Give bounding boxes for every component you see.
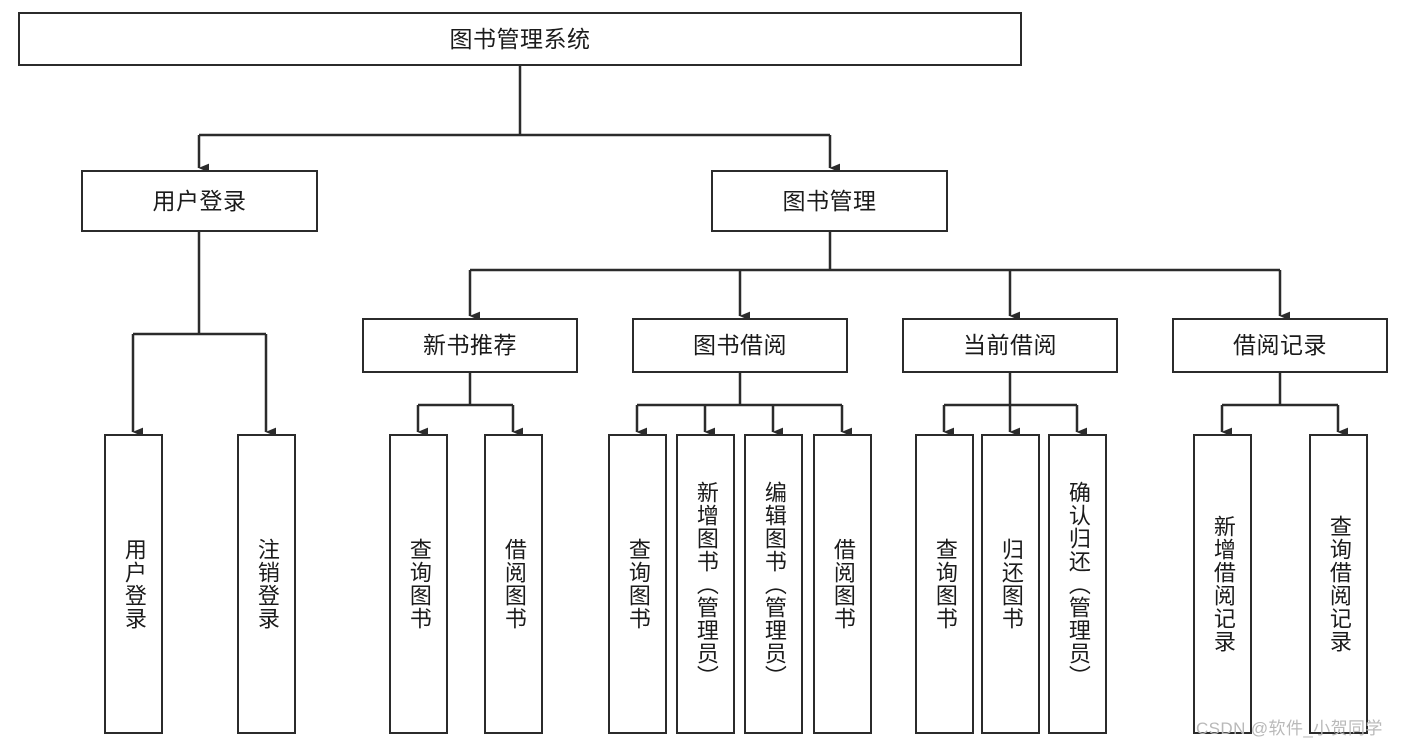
node-user-login[interactable]: 用户登录	[81, 170, 318, 232]
node-leaf-logout[interactable]: 注销登录	[237, 434, 296, 734]
node-root-book-management-system[interactable]: 图书管理系统	[18, 12, 1022, 66]
node-book-management[interactable]: 图书管理	[711, 170, 948, 232]
node-leaf-borrow-book[interactable]: 借阅图书	[813, 434, 872, 734]
node-leaf-add-book-admin[interactable]: 新增图书（管理员）	[676, 434, 735, 734]
node-label: 新增借阅记录	[1210, 515, 1236, 653]
node-label: 用户登录	[121, 538, 147, 630]
node-current-borrow[interactable]: 当前借阅	[902, 318, 1118, 373]
node-label: 当前借阅	[963, 332, 1057, 359]
node-leaf-query-book-recommend[interactable]: 查询图书	[389, 434, 448, 734]
node-book-borrow[interactable]: 图书借阅	[632, 318, 848, 373]
node-leaf-user-login[interactable]: 用户登录	[104, 434, 163, 734]
node-label: 查询借阅记录	[1326, 515, 1352, 653]
node-leaf-confirm-return-admin[interactable]: 确认归还（管理员）	[1048, 434, 1107, 734]
node-label: 归还图书	[998, 538, 1024, 630]
node-label: 借阅图书	[501, 538, 527, 630]
node-label: 新增图书（管理员）	[693, 480, 719, 688]
node-new-book-recommend[interactable]: 新书推荐	[362, 318, 578, 373]
node-label: 查询图书	[932, 538, 958, 630]
node-label: 编辑图书（管理员）	[761, 480, 787, 688]
node-label: 查询图书	[625, 538, 651, 630]
node-label: 用户登录	[152, 187, 247, 214]
node-label: 借阅记录	[1233, 332, 1327, 359]
node-leaf-borrow-book-recommend[interactable]: 借阅图书	[484, 434, 543, 734]
node-leaf-query-book-current[interactable]: 查询图书	[915, 434, 974, 734]
node-leaf-query-book-borrow[interactable]: 查询图书	[608, 434, 667, 734]
node-label: 借阅图书	[830, 538, 856, 630]
node-leaf-return-book[interactable]: 归还图书	[981, 434, 1040, 734]
node-label: 确认归还（管理员）	[1065, 480, 1091, 688]
node-leaf-add-borrow-record[interactable]: 新增借阅记录	[1193, 434, 1252, 734]
node-label: 查询图书	[406, 538, 432, 630]
node-label: 注销登录	[254, 538, 280, 630]
node-label: 新书推荐	[423, 332, 517, 359]
node-leaf-edit-book-admin[interactable]: 编辑图书（管理员）	[744, 434, 803, 734]
node-label: 图书管理	[782, 187, 877, 214]
node-label: 图书借阅	[693, 332, 787, 359]
node-leaf-query-borrow-record[interactable]: 查询借阅记录	[1309, 434, 1368, 734]
node-borrow-record[interactable]: 借阅记录	[1172, 318, 1388, 373]
node-label: 图书管理系统	[449, 25, 591, 52]
